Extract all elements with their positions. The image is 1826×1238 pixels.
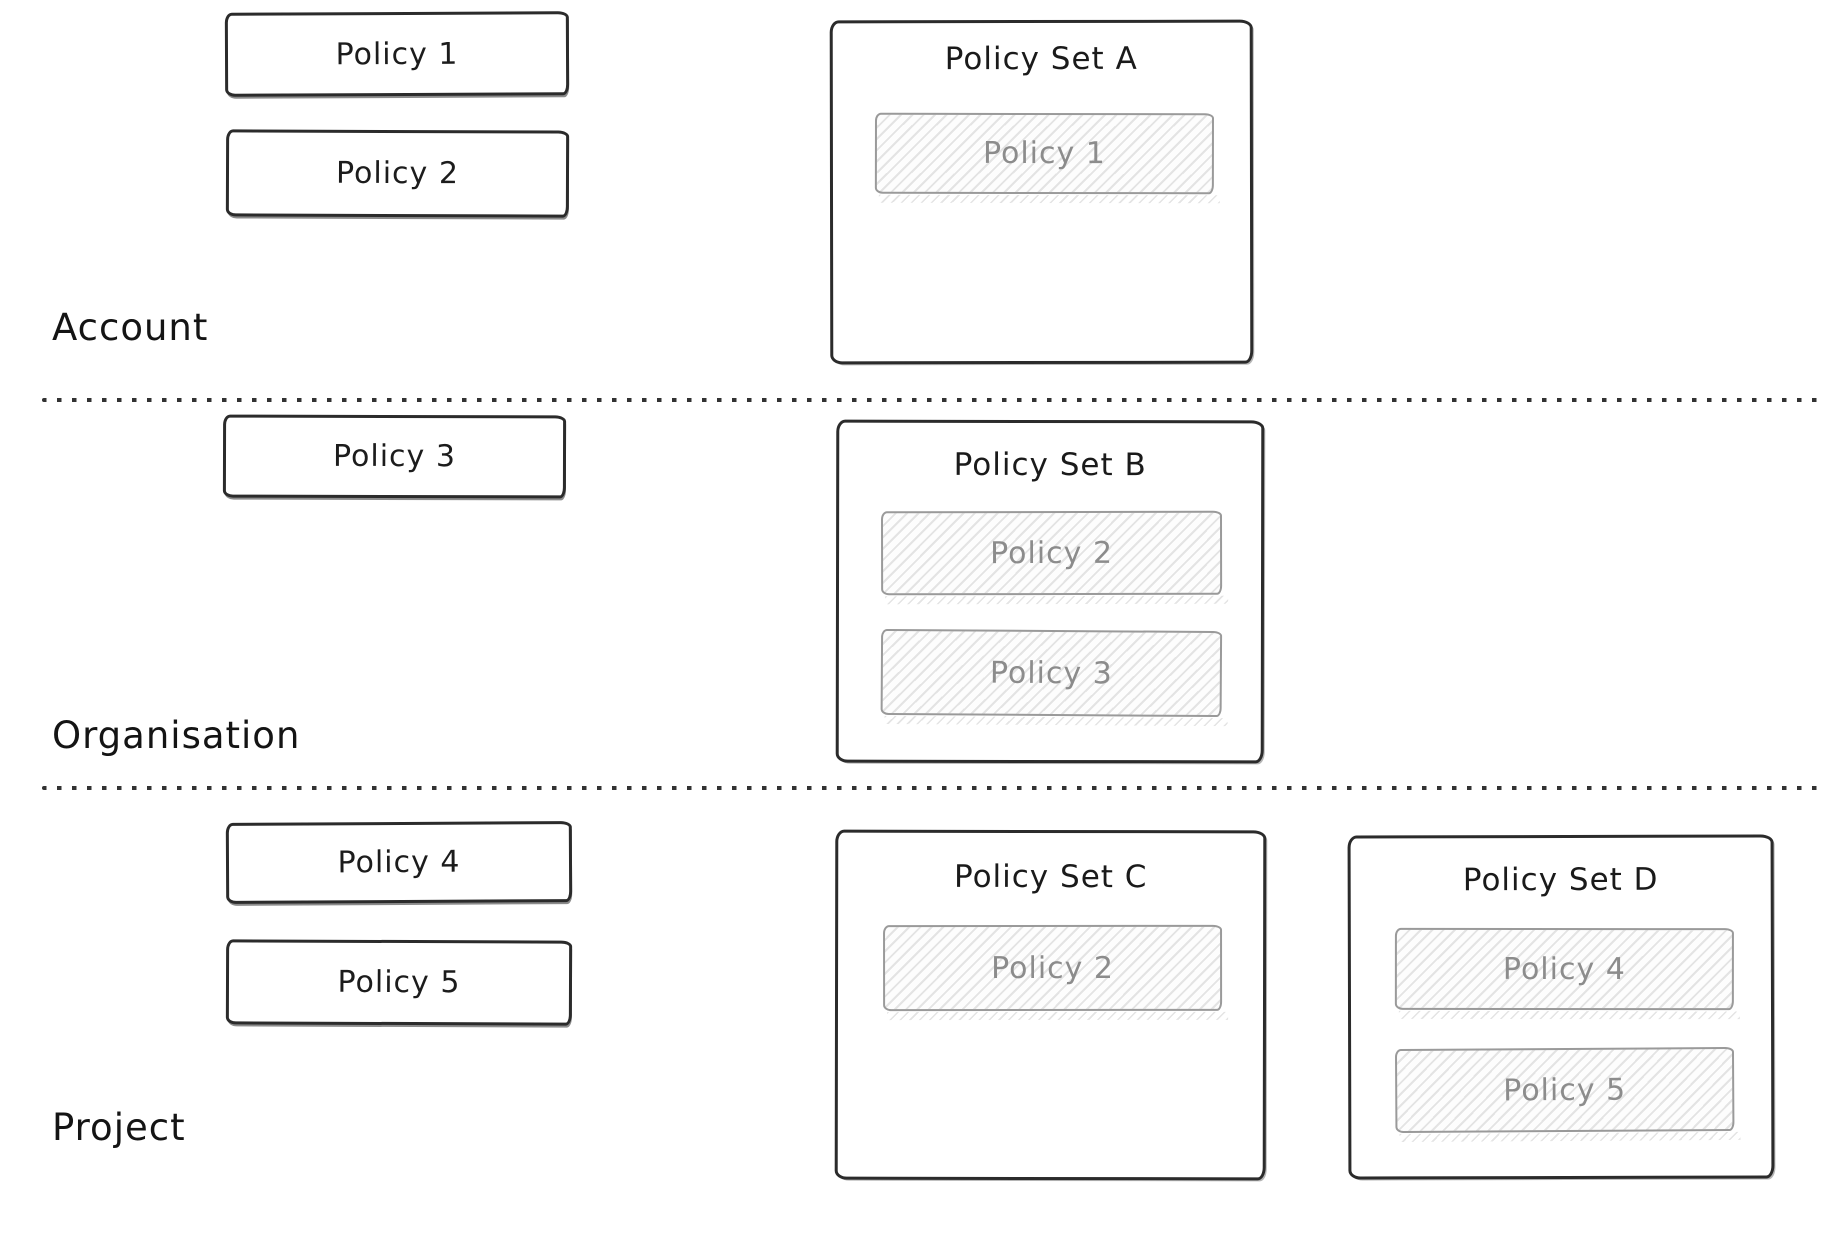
- policy-box-1-label: Policy 1: [335, 36, 459, 72]
- policy-set-a-title: Policy Set A: [944, 40, 1138, 78]
- policy-set-b-title: Policy Set B: [953, 446, 1147, 484]
- policy-set-b: Policy Set B Policy 2 Policy 3: [835, 419, 1265, 764]
- policy-box-5-label: Policy 5: [337, 964, 461, 1001]
- tier-label-project: Project: [52, 1106, 186, 1149]
- policy-box-3-label: Policy 3: [332, 438, 456, 475]
- policy-set-b-member-policy-3: Policy 3: [880, 628, 1223, 718]
- policy-box-1: Policy 1: [224, 11, 570, 97]
- policy-set-d-title: Policy Set D: [1462, 861, 1659, 899]
- policy-set-a-member-policy-1-label: Policy 1: [982, 135, 1106, 172]
- policy-set-c-title: Policy Set C: [953, 858, 1148, 896]
- policy-box-4: Policy 4: [225, 821, 573, 904]
- policy-box-2: Policy 2: [225, 129, 570, 218]
- policy-set-d: Policy Set D Policy 4 Policy 5: [1347, 834, 1775, 1180]
- policy-box-2-label: Policy 2: [335, 155, 460, 192]
- tier-divider-organisation-project: [42, 786, 1826, 790]
- policy-set-a-member-policy-1: Policy 1: [874, 112, 1215, 195]
- tier-label-organisation: Organisation: [52, 714, 301, 757]
- policy-set-c-member-policy-2: Policy 2: [883, 924, 1223, 1012]
- policy-set-d-member-policy-4-label: Policy 4: [1502, 951, 1626, 987]
- tier-divider-account-organisation: [42, 398, 1826, 402]
- policy-set-a: Policy Set A Policy 1: [829, 19, 1254, 365]
- tier-label-account: Account: [52, 306, 209, 349]
- policy-set-c-member-policy-2-label: Policy 2: [991, 950, 1115, 986]
- policy-set-d-member-policy-4: Policy 4: [1394, 927, 1734, 1011]
- policy-set-b-member-policy-2-label: Policy 2: [990, 535, 1114, 571]
- policy-set-d-member-policy-5: Policy 5: [1394, 1046, 1735, 1134]
- policy-set-c: Policy Set C Policy 2: [834, 829, 1267, 1181]
- policy-set-b-member-policy-2: Policy 2: [880, 510, 1223, 596]
- policy-set-d-member-policy-5-label: Policy 5: [1503, 1072, 1627, 1108]
- policy-box-5: Policy 5: [225, 939, 573, 1026]
- policy-set-b-member-policy-3-label: Policy 3: [989, 655, 1113, 691]
- policy-box-4-label: Policy 4: [337, 844, 461, 881]
- policy-box-3: Policy 3: [222, 414, 567, 499]
